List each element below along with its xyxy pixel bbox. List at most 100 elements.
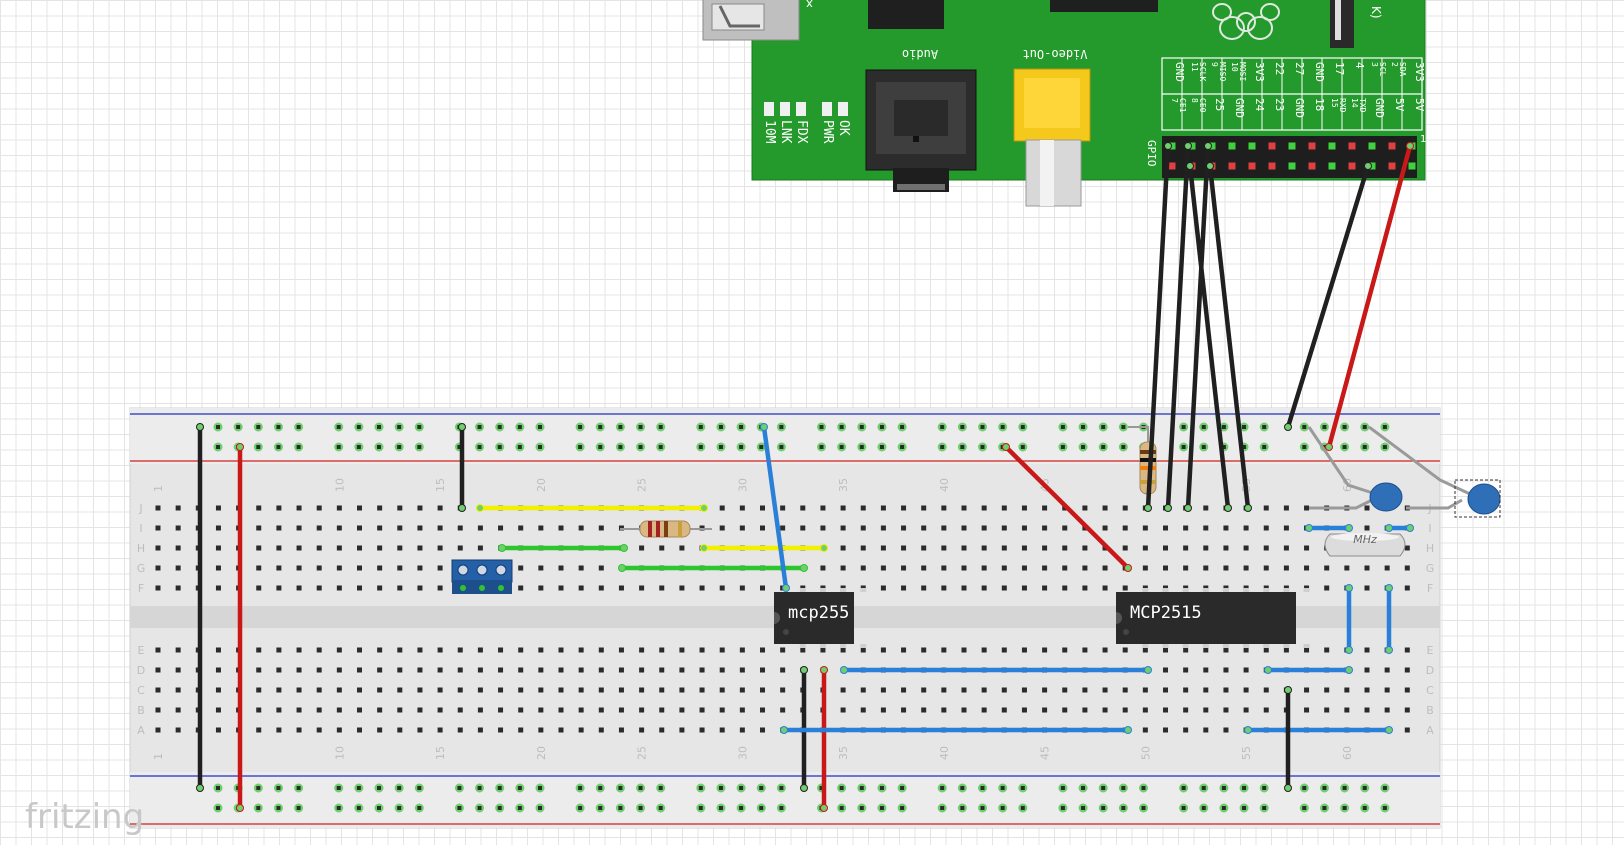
column-number-bottom: 50 (1139, 746, 1152, 760)
wire-gpio-4[interactable] (1186, 162, 1232, 512)
gpio-bottom-label: GND (1373, 98, 1386, 118)
gpio-bottom-label: GND (1293, 98, 1306, 118)
gpio-top-label: 17 (1333, 62, 1346, 75)
led-label-ok: OK (836, 120, 851, 136)
wire-gpio-3v3[interactable] (1325, 142, 1414, 451)
gpio-bottom-label: 24 (1253, 98, 1266, 112)
wire-black-bottom[interactable] (1284, 686, 1292, 792)
resistor-horizontal[interactable] (620, 520, 712, 538)
wire-gpio-2[interactable] (1164, 142, 1192, 512)
row-letter-left: D (137, 664, 145, 677)
row-letter-left: E (138, 644, 145, 657)
gpio-pin1-marker: 1 (1420, 134, 1426, 145)
row-letter-right: I (1428, 522, 1431, 535)
pi-corner-label: K) (1369, 6, 1383, 19)
row-letter-right: C (1426, 684, 1434, 697)
ceramic-capacitor-2[interactable] (1368, 425, 1501, 518)
wire-blue-vertical-2[interactable] (1385, 584, 1393, 654)
gpio-label: GPIO (1145, 140, 1158, 167)
row-letter-right: D (1426, 664, 1434, 677)
wire-yellow-2[interactable] (700, 544, 828, 552)
column-number-top: 20 (535, 478, 548, 492)
gpio-bottom-label: 5V (1393, 98, 1406, 112)
wire-gpio-1[interactable] (1144, 142, 1172, 512)
gpio-top-label: SCLK (1198, 62, 1207, 81)
wire-gpio-3[interactable] (1184, 142, 1212, 512)
column-number-bottom: 35 (837, 746, 850, 760)
wire-blue-top-short-2[interactable] (1385, 524, 1414, 532)
column-number-bottom: 10 (333, 746, 346, 760)
status-leds (764, 102, 848, 116)
gpio-top-label: MOSI (1238, 62, 1247, 81)
row-letter-right: H (1426, 542, 1434, 555)
wire-blue-short-2[interactable] (1244, 726, 1393, 734)
wire-gpio-gnd[interactable] (1284, 162, 1372, 431)
gpio-header[interactable] (1162, 136, 1417, 178)
wire-black-short[interactable] (458, 423, 466, 512)
wire-blue-vertical-1[interactable] (1345, 584, 1353, 654)
column-number-top: 1 (152, 485, 165, 492)
column-number-bottom: 1 (152, 753, 165, 760)
crystal-oscillator[interactable]: MHz (1324, 533, 1406, 557)
led-label-10m: 10M (762, 120, 777, 144)
column-number-bottom: 30 (736, 746, 749, 760)
column-number-top: 40 (938, 478, 951, 492)
wire-blue-short-1[interactable] (1264, 666, 1353, 674)
led-label-pwr: PWR (820, 120, 835, 144)
crystal-label: MHz (1353, 533, 1377, 546)
column-number-bottom: 25 (636, 746, 649, 760)
row-letter-left: A (137, 724, 145, 737)
gpio-bottom-label: TXD (1358, 98, 1367, 113)
video-out-label: Video-Out (1022, 47, 1087, 61)
wire-blue-top-short[interactable] (1305, 524, 1353, 532)
wire-green-2[interactable] (618, 564, 808, 572)
wire-gpio-5[interactable] (1206, 162, 1252, 512)
pi-chip-2 (1050, 0, 1158, 12)
column-number-top: 15 (434, 478, 447, 492)
raspberry-pi-board[interactable]: x K) Audio Video-Out (702, 0, 1426, 207)
row-letter-left: C (137, 684, 145, 697)
wire-blue-diagonal[interactable] (760, 423, 790, 592)
gpio-bottom-label: 15 (1330, 98, 1339, 108)
row-letter-right: A (1426, 724, 1434, 737)
chip1-label: mcp255 (788, 603, 849, 623)
gpio-top-label: 10 (1230, 62, 1239, 72)
wire-yellow-top[interactable] (476, 504, 708, 512)
terminal-block[interactable] (451, 559, 513, 594)
gpio-top-label: 3V3 (1253, 62, 1266, 82)
gpio-top-label: 3 (1370, 62, 1379, 67)
gpio-top-label: 27 (1293, 62, 1306, 75)
wire-black-rail[interactable] (196, 423, 204, 792)
audio-label: Audio (902, 47, 938, 61)
ceramic-capacitor-1[interactable] (1307, 426, 1403, 512)
gpio-bottom-label: 8 (1190, 98, 1199, 103)
led-labels: 10M LNK FDX PWR OK (762, 120, 851, 144)
wire-red-rail[interactable] (236, 443, 244, 812)
gpio-top-label: 3V3 (1413, 62, 1426, 82)
fritzing-logo: fritzing (25, 797, 144, 837)
row-letter-right: F (1427, 582, 1433, 595)
gpio-top-label: GND (1173, 62, 1186, 82)
led-label-fdx: FDX (794, 120, 809, 144)
chip-mcp2551[interactable]: mcp255 (774, 592, 854, 644)
gpio-top-label: 9 (1210, 62, 1219, 67)
pi-chip-1 (868, 0, 944, 29)
wire-red-diagonal[interactable] (1002, 443, 1132, 572)
row-letter-left: J (138, 502, 142, 515)
gpio-bottom-label: 14 (1350, 98, 1359, 108)
wire-blue-long-1[interactable] (840, 666, 1152, 674)
pi-display-connector (1330, 0, 1354, 48)
wire-blue-long-2[interactable] (780, 726, 1132, 734)
gpio-bottom-label: CE1 (1178, 98, 1187, 113)
gpio-top-label: 2 (1390, 62, 1399, 67)
wire-green-1[interactable] (498, 544, 628, 552)
row-letter-right: G (1426, 562, 1435, 575)
wire-red-chip[interactable] (820, 666, 828, 812)
gpio-top-label: 22 (1273, 62, 1286, 75)
chip-mcp2515[interactable]: MCP2515 (1116, 592, 1296, 644)
led-label-lnk: LNK (778, 120, 793, 144)
column-number-bottom: 20 (535, 746, 548, 760)
gpio-bottom-label: 25 (1213, 98, 1226, 111)
